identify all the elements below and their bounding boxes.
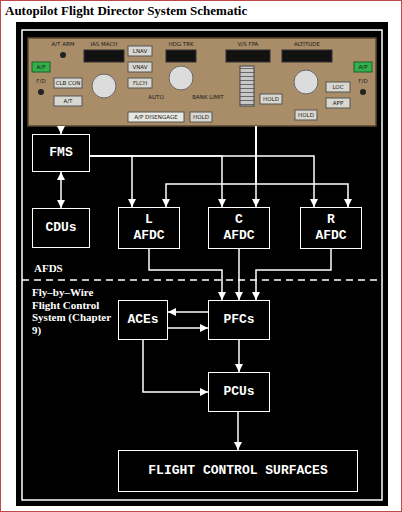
box-label: ACEs xyxy=(127,312,158,328)
mcp-button xyxy=(295,110,317,120)
box-label: PCUs xyxy=(223,384,254,400)
mcp-button xyxy=(260,94,282,104)
mcp-button xyxy=(326,82,350,92)
mcp-button xyxy=(326,98,350,108)
control-label: IAS MACH xyxy=(84,41,124,48)
control-label: V/S FPA xyxy=(228,41,268,48)
control-label: BANK LIMIT xyxy=(188,94,228,101)
vs-window xyxy=(226,50,270,62)
ias-knob xyxy=(92,74,116,98)
fd-switch xyxy=(360,89,366,95)
control-label: HDG TRK xyxy=(161,41,201,48)
signal-connector xyxy=(90,156,222,207)
control-label: A/P xyxy=(354,62,372,72)
ap-button xyxy=(354,62,372,72)
computer-box: FMS xyxy=(32,134,90,172)
alt-window xyxy=(282,50,332,62)
system-boundary xyxy=(22,279,382,281)
control-label: HOLD xyxy=(260,94,282,104)
hdg-knob xyxy=(169,66,193,90)
computer-box: C AFDC xyxy=(208,207,270,249)
signal-connector xyxy=(90,156,314,207)
signal-connector xyxy=(238,340,240,372)
mcp-button xyxy=(128,78,152,88)
box-label: FMS xyxy=(49,145,72,161)
at-arm-switch xyxy=(60,52,66,58)
signal-connector xyxy=(60,126,62,134)
control-label: APP xyxy=(326,98,350,108)
control-label: A/P xyxy=(32,62,50,72)
signal-connector xyxy=(168,327,208,329)
control-label: CLB CON xyxy=(54,78,82,88)
control-label: AUTO xyxy=(144,94,168,101)
box-label: R AFDC xyxy=(311,212,351,243)
computer-box: L AFDC xyxy=(118,207,180,249)
alt-knob xyxy=(294,70,318,94)
unit-box: CDUs xyxy=(32,208,90,248)
control-label: VNAV xyxy=(128,62,152,72)
computer-box: R AFDC xyxy=(300,207,362,249)
box-label: PFCs xyxy=(223,312,254,328)
mcp-button xyxy=(54,96,82,106)
box-label: L AFDC xyxy=(129,212,169,243)
section-label: AFDS xyxy=(34,262,114,275)
fd-switch xyxy=(38,89,44,95)
signal-connector xyxy=(237,412,239,450)
signal-connector xyxy=(143,340,208,392)
panel-border xyxy=(22,30,382,500)
mcp-button xyxy=(128,62,152,72)
hdg-window xyxy=(166,50,196,62)
signal-connector xyxy=(256,249,331,300)
signal-connector xyxy=(238,249,240,300)
signal-connector xyxy=(60,172,62,208)
actuator-box: PCUs xyxy=(208,372,270,412)
mcp-button xyxy=(54,78,82,88)
electronics-box: ACEs xyxy=(118,300,168,340)
computer-box: PFCs xyxy=(208,300,270,340)
signal-connector xyxy=(166,126,256,207)
control-label: A/T ARM xyxy=(48,41,78,48)
signal-connector xyxy=(90,156,132,207)
box-label: FLIGHT CONTROL SURFACES xyxy=(148,463,327,479)
control-label: F/D xyxy=(32,78,50,85)
mcp-button xyxy=(190,112,212,122)
box-label: C AFDC xyxy=(219,212,259,243)
mcp-button xyxy=(128,46,152,56)
surfaces-box: FLIGHT CONTROL SURFACES xyxy=(118,450,358,492)
signal-connector xyxy=(168,311,208,313)
control-label: LOC xyxy=(326,82,350,92)
black-panel xyxy=(16,22,388,506)
control-label: A/P DISENGAGE xyxy=(128,112,184,122)
disengage-bar xyxy=(128,112,184,122)
ias-window xyxy=(84,50,124,62)
control-label: ALTITUDE xyxy=(284,41,330,48)
ap-button xyxy=(32,62,50,72)
signal-connector xyxy=(256,126,348,207)
box-label: CDUs xyxy=(45,220,76,236)
signal-connector xyxy=(149,249,222,300)
control-label: HOLD xyxy=(190,112,212,122)
mcp-panel xyxy=(28,38,376,126)
control-label: F/D xyxy=(354,78,372,85)
page-title: Autopilot Flight Director System Schemat… xyxy=(5,3,247,19)
control-label: A/T xyxy=(54,96,82,106)
vs-thumbwheel xyxy=(240,66,254,106)
control-label: FLCH xyxy=(128,78,152,88)
section-note: Fly–by–Wire Flight Control System (Chapt… xyxy=(32,286,116,337)
mode-control-panel: A/T ARM A/P F/D CLB CON A/T IAS MACH LNAV VNAV F… xyxy=(28,38,376,126)
control-label: LNAV xyxy=(128,46,152,56)
control-label: HOLD xyxy=(295,110,317,120)
